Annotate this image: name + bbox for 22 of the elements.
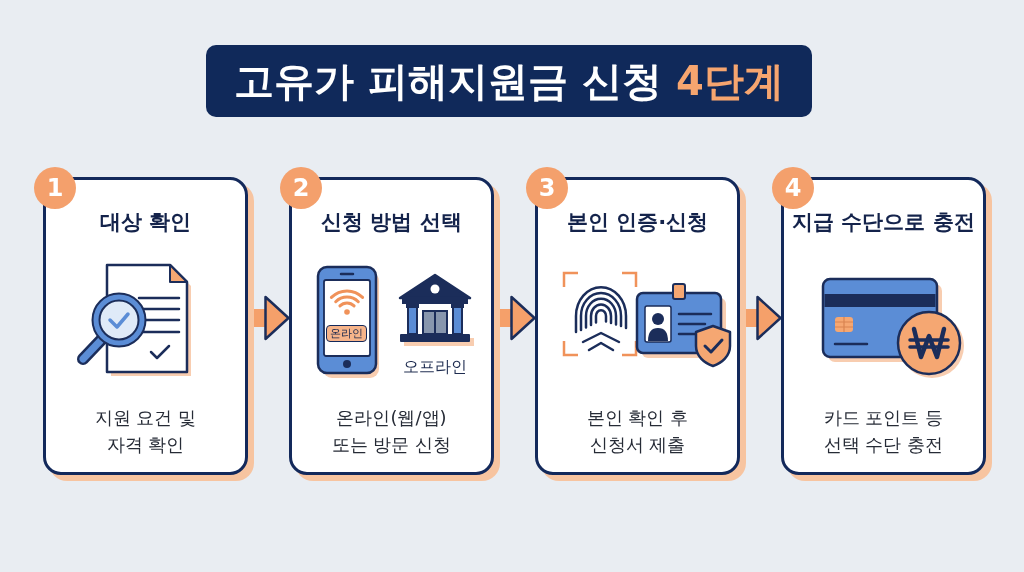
step-heading: 본인 인증·신청 [566, 209, 709, 236]
arrow [254, 295, 290, 341]
step-description: 지원 요건 및 자격 확인 [93, 406, 198, 457]
step-card [535, 177, 746, 481]
step-description: 본인 확인 후 신청서 제출 [585, 406, 690, 457]
number-badge: 1 [34, 167, 76, 209]
number-badge: 4 [772, 167, 814, 209]
step-description: 온라인(웹/앱) 또는 방문 신청 [330, 406, 453, 457]
number-badge: 2 [280, 167, 322, 209]
step-description: 카드 포인트 등 선택 수단 충전 [822, 406, 945, 457]
step-card [289, 177, 500, 481]
step-heading: 대상 확인 [99, 209, 192, 236]
arrow [500, 295, 536, 341]
tag-pill: 온라인 [326, 325, 367, 342]
step-heading: 지급 수단으로 충전 [792, 209, 975, 236]
step-card [781, 177, 992, 481]
title-banner: 고유가 피해지원금 신청 4단계 [206, 45, 812, 117]
number-badge: 3 [526, 167, 568, 209]
step-heading: 신청 방법 선택 [321, 209, 462, 236]
step-card [43, 177, 254, 481]
arrow [746, 295, 782, 341]
icon-caption: 오프라인 [403, 357, 467, 377]
